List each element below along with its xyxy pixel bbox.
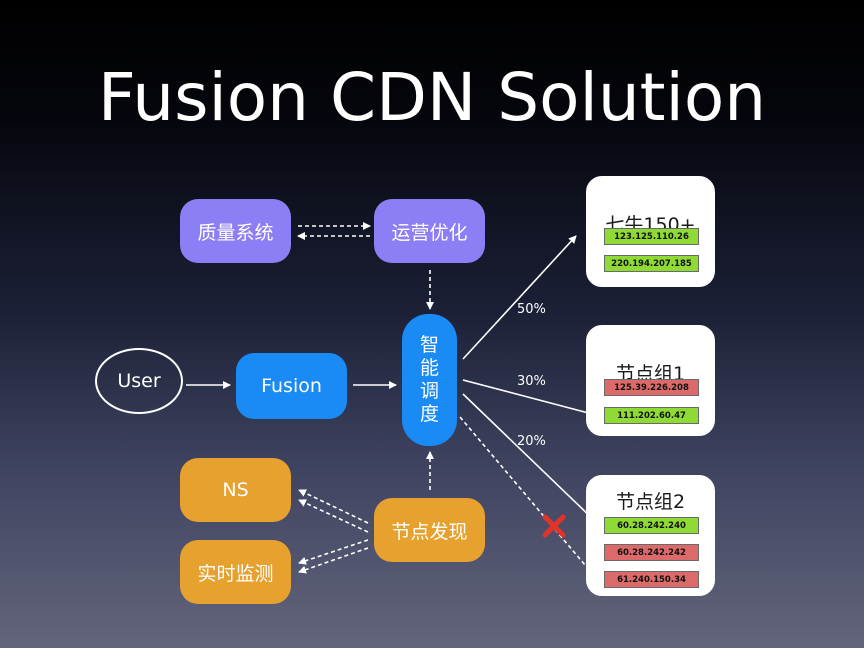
link-discovery-monitor-b (298, 547, 369, 574)
fusion-box: Fusion (236, 353, 347, 419)
link-scheduler-group0 (462, 235, 577, 360)
percent-bottom-label: 20% (517, 434, 546, 449)
scheduler-char-2: 能 (419, 357, 439, 379)
realtime-monitor-box: 实时监测 (180, 540, 291, 604)
node-discovery-box: 节点发现 (374, 498, 485, 562)
ip-tag-failed: 60.28.242.242 (604, 544, 699, 561)
ip-tag-ok: 60.28.242.240 (604, 517, 699, 534)
ns-box: NS (180, 458, 291, 522)
realtime-monitor-label: 实时监测 (197, 562, 274, 585)
link-discovery-ns-a (298, 489, 369, 524)
red-x-icon (542, 514, 566, 538)
group-title: 节点组2 (615, 491, 686, 513)
smart-scheduler-box: 智 能 调 度 (402, 314, 457, 446)
ops-optimization-label: 运营优化 (391, 221, 468, 244)
node-discovery-label: 节点发现 (391, 520, 468, 543)
fusion-label: Fusion (261, 375, 322, 397)
scheduler-char-3: 调 (419, 380, 439, 402)
link-discovery-ns-b (298, 499, 369, 533)
link-scheduler-group2-dashed (459, 416, 597, 579)
ip-tag-ok: 220.194.207.185 (604, 255, 699, 272)
node-group-2: 节点组2 60.28.242.240 60.28.242.242 61.240.… (586, 475, 715, 596)
ops-optimization-box: 运营优化 (374, 199, 485, 263)
user-node: User (95, 348, 183, 414)
link-discovery-monitor-a (298, 539, 369, 565)
percent-top-label: 50% (517, 302, 546, 317)
scheduler-char-1: 智 (419, 334, 439, 356)
ip-tag-ok: 123.125.110.26 (604, 228, 699, 245)
node-group-qiniu: 七牛150+ 123.125.110.26 220.194.207.185 (586, 176, 715, 287)
ns-label: NS (222, 479, 249, 501)
scheduler-char-4: 度 (419, 403, 439, 425)
percent-mid-label: 30% (517, 374, 546, 389)
ip-tag-failed: 125.39.226.208 (604, 379, 699, 396)
quality-system-box: 质量系统 (180, 199, 291, 263)
ip-tag-failed: 61.240.150.34 (604, 571, 699, 588)
link-scheduler-group1 (462, 379, 597, 418)
link-scheduler-group2 (462, 393, 597, 523)
node-group-1: 节点组1 125.39.226.208 111.202.60.47 (586, 325, 715, 436)
slide-title: Fusion CDN Solution (97, 59, 767, 136)
ip-tag-ok: 111.202.60.47 (604, 407, 699, 424)
quality-system-label: 质量系统 (197, 221, 274, 244)
user-label: User (117, 370, 161, 392)
